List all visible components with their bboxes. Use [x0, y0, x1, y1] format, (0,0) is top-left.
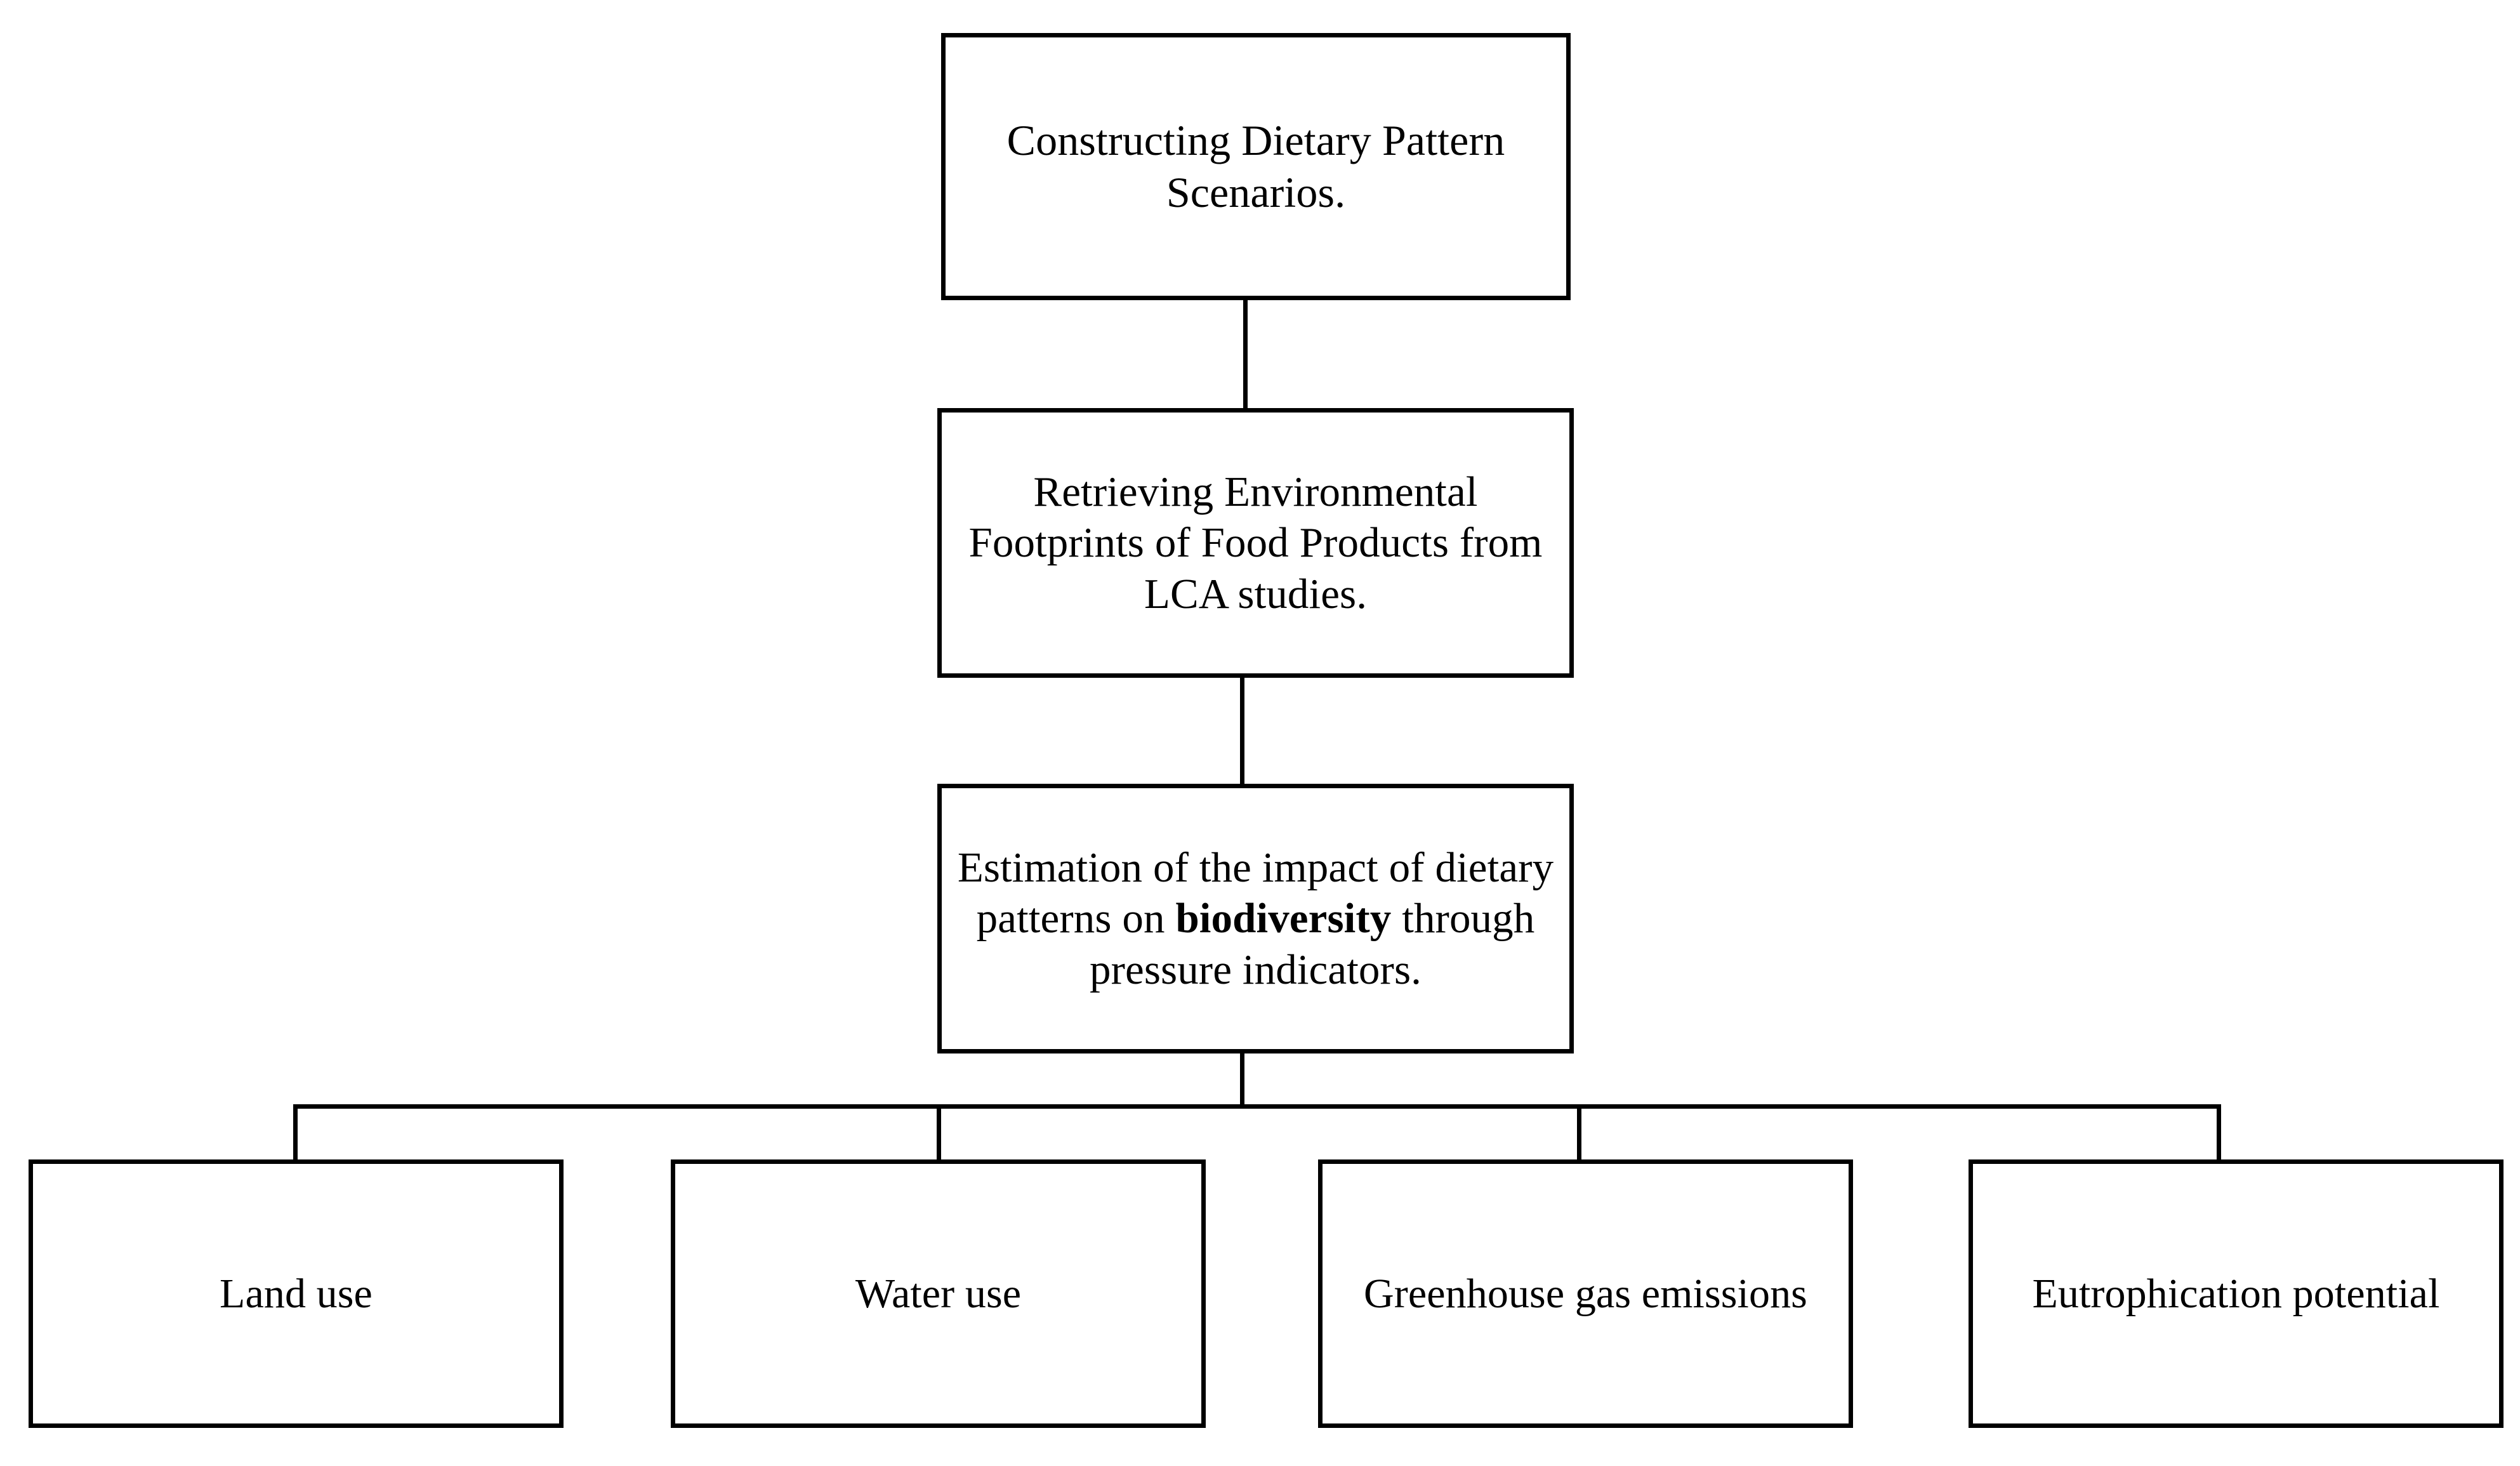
node-label-water-use: Water use: [855, 1270, 1022, 1317]
connector-step3-to-bus: [1240, 1050, 1244, 1109]
node-retrieving-environmental-footprints[interactable]: Retrieving Environmental Footprints of F…: [937, 408, 1574, 678]
node-label-step-3-prefix: Estimation of the impact of dietary patt…: [957, 843, 1554, 942]
node-label-step-3-suffix: through pressure indicators.: [1090, 895, 1535, 993]
connector-bus-to-land-use: [293, 1104, 298, 1163]
node-label-step-3-emphasis: biodiversity: [1175, 895, 1392, 942]
node-water-use[interactable]: Water use: [671, 1159, 1206, 1428]
node-label-land-use: Land use: [220, 1270, 373, 1317]
node-label-greenhouse-gas-emissions: Greenhouse gas emissions: [1364, 1270, 1807, 1317]
node-estimation-of-impact-on-biodiversity[interactable]: Estimation of the impact of dietary patt…: [937, 784, 1574, 1053]
node-land-use[interactable]: Land use: [29, 1159, 564, 1428]
node-eutrophication-potential[interactable]: Eutrophication potential: [1969, 1159, 2504, 1428]
connector-bus-to-water-use: [937, 1104, 941, 1163]
connector-step1-to-step2: [1243, 300, 1248, 412]
node-constructing-dietary-pattern-scenarios[interactable]: Constructing Dietary Pattern Scenarios.: [941, 33, 1571, 300]
connector-step2-to-step3: [1240, 675, 1244, 788]
node-label-step-2: Retrieving Environmental Footprints of F…: [968, 468, 1543, 617]
node-label-eutrophication-potential: Eutrophication potential: [2032, 1270, 2440, 1317]
node-label-step-3: Estimation of the impact of dietary patt…: [942, 842, 1569, 995]
node-greenhouse-gas-emissions[interactable]: Greenhouse gas emissions: [1318, 1159, 1853, 1428]
connector-bus-to-greenhouse-gas-emissions: [1577, 1104, 1581, 1163]
node-label-step-1: Constructing Dietary Pattern Scenarios.: [1006, 116, 1505, 216]
connector-indicator-bus: [293, 1104, 2221, 1109]
connector-bus-to-eutrophication-potential: [2217, 1104, 2221, 1163]
